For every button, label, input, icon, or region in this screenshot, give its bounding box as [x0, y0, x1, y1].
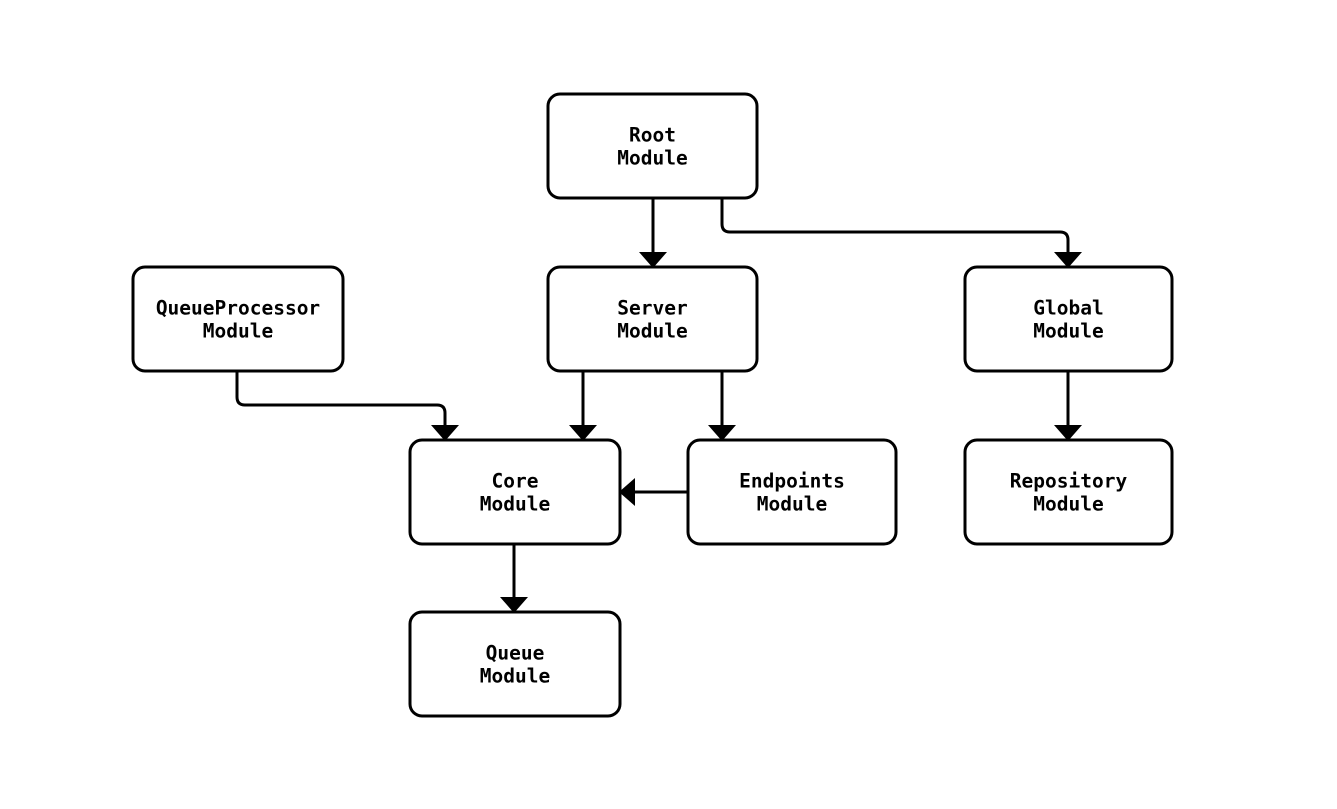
edge-root-to-global [720, 198, 1082, 268]
node-queue-box [408, 610, 622, 718]
node-repository-box [963, 438, 1174, 546]
node-endpoints-box [686, 438, 898, 546]
node-global-box [963, 265, 1174, 373]
edge-queueprocessor-to-core [235, 371, 459, 441]
node-server-box [546, 265, 759, 373]
node-queueprocessor-box [131, 265, 345, 373]
node-core-box [408, 438, 622, 546]
node-root-box [546, 92, 759, 200]
